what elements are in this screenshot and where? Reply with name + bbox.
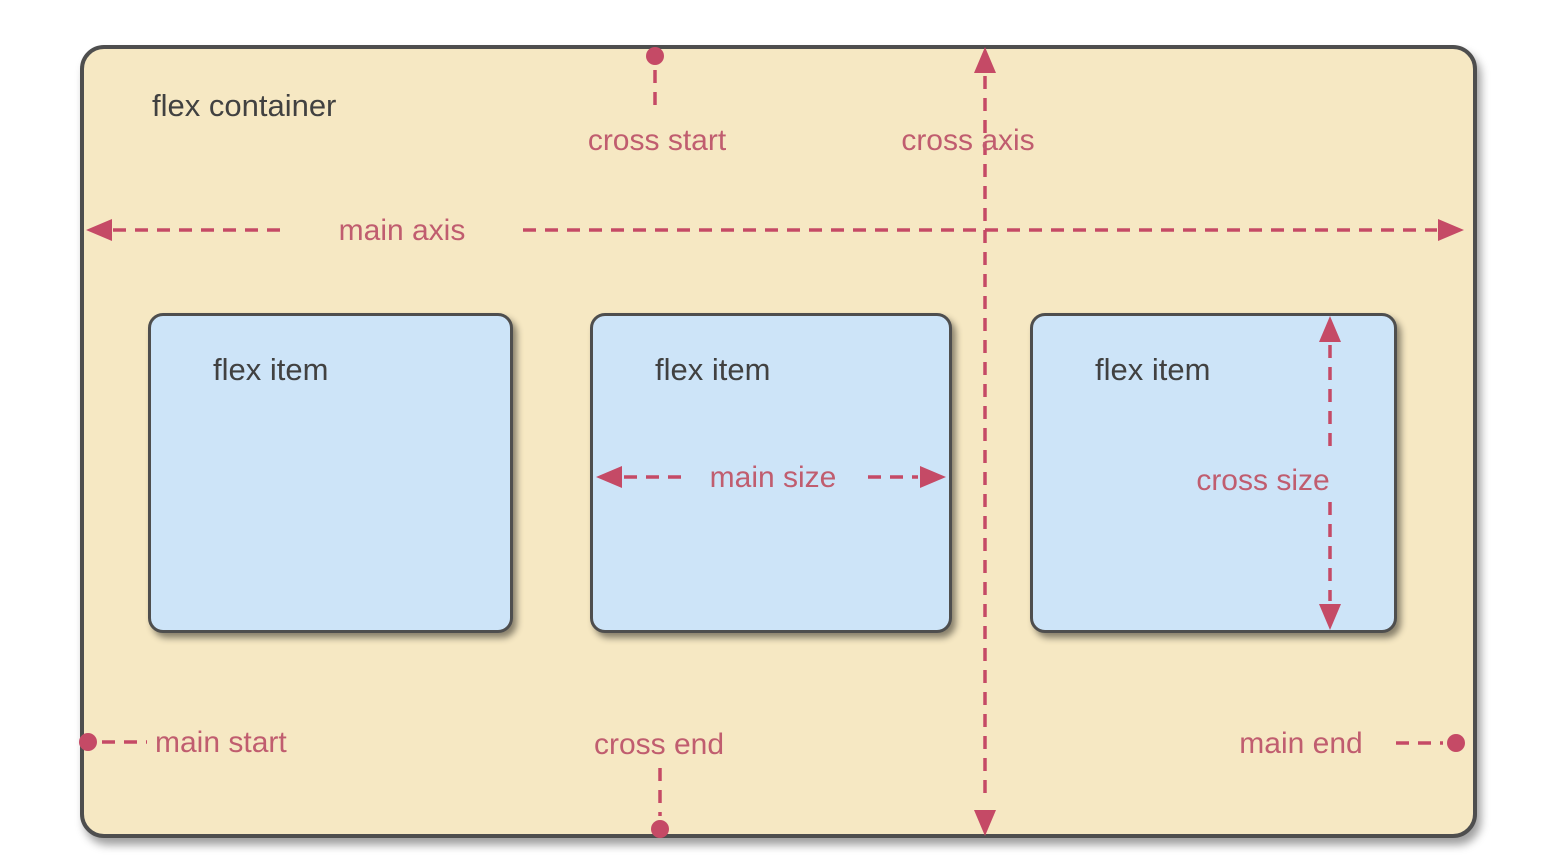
flex-item-label-1: flex item [213, 352, 329, 387]
cross-axis-label: cross axis [901, 124, 1035, 157]
flex-item-box-1: flex item [148, 313, 513, 633]
flex-item-label-3: flex item [1095, 352, 1211, 387]
main-end-label: main end [1239, 727, 1363, 760]
flex-container-label: flex container [152, 88, 337, 123]
cross-start-label: cross start [587, 124, 727, 157]
cross-end-label: cross end [593, 728, 725, 761]
flex-item-box-3: flex item [1030, 313, 1397, 633]
main-start-label: main start [155, 726, 287, 759]
flex-item-label-2: flex item [655, 352, 771, 387]
cross-size-label: cross size [1196, 464, 1330, 497]
main-size-label: main size [709, 461, 837, 494]
main-axis-label: main axis [338, 214, 466, 247]
flex-item-box-2: flex item [590, 313, 952, 633]
